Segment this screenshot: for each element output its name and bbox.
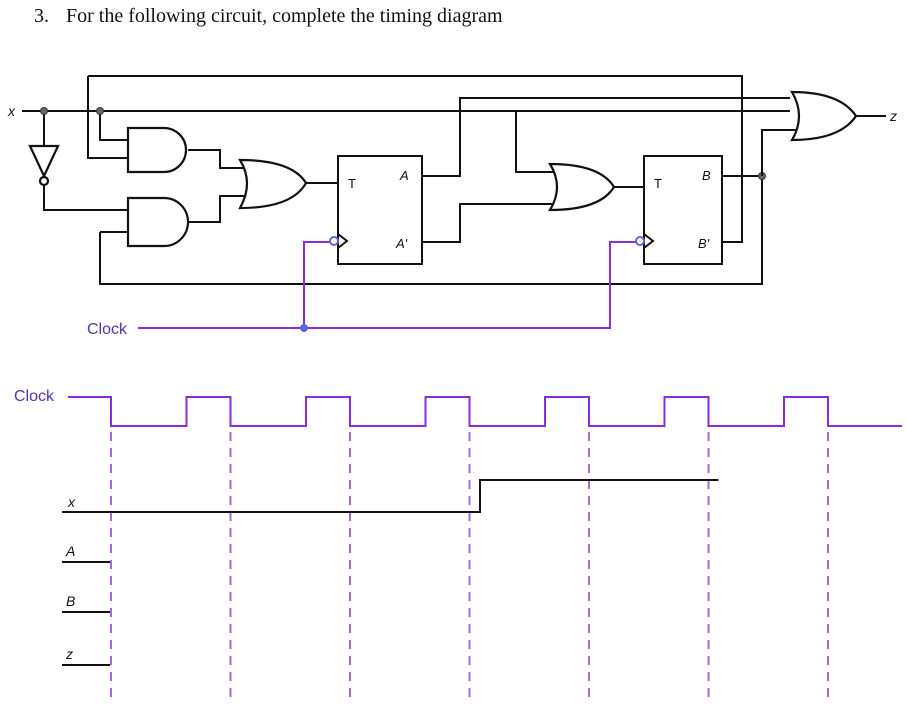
ff-b-clock-triangle [643, 233, 655, 249]
timing-x-label: x [67, 494, 76, 510]
clock-waveform [68, 396, 902, 427]
timing-a-label: A [65, 543, 75, 559]
b-feedback-bottom-wire [99, 176, 763, 285]
and2-output-wire [188, 195, 250, 223]
clock-edge-guides [110, 432, 829, 700]
a-output-to-or-z-wire [422, 97, 790, 177]
ff-b-clock-bubble [635, 236, 645, 246]
timing-clock-label: Clock [14, 388, 55, 405]
timing-z-label: z [65, 646, 73, 662]
and1-output-wire [188, 149, 250, 169]
xbar-to-and2-wire [43, 185, 128, 211]
ff-a-q-label: A [399, 168, 409, 183]
ff-a-qbar-label: A' [395, 236, 408, 251]
x-to-and1-wire [99, 111, 128, 141]
and1-input-left-wire [87, 76, 128, 159]
x-waveform [62, 479, 719, 513]
inverter-bubble [38, 175, 50, 187]
ff-a-t-label: T [348, 176, 356, 191]
or-gate-b [548, 162, 616, 212]
question-text: For the following circuit, complete the … [66, 5, 503, 27]
and-gate-2 [126, 196, 190, 248]
inverter-gate [28, 144, 60, 179]
output-z-label: z [889, 108, 897, 124]
and-gate-1 [126, 126, 188, 174]
ff-a-clock-bubble [329, 236, 339, 246]
question-number: 3. [34, 5, 49, 27]
input-x-label: x [7, 103, 16, 119]
junction-dot [96, 107, 104, 115]
ff-b-qbar-label: B' [698, 236, 710, 251]
circuit-diagram: x T A A' [7, 75, 897, 338]
junction-dot [40, 107, 48, 115]
clock-wire-to-ff-a [303, 241, 330, 328]
clock-wire-to-ff-b [138, 241, 636, 329]
t-flip-flop-b [643, 155, 723, 265]
ff-a-clock-triangle [337, 233, 349, 249]
clock-junction-dot [300, 324, 308, 332]
bprime-feedback-top-wire [88, 75, 743, 243]
timing-b-label: B [66, 593, 75, 609]
t-flip-flop-a [337, 155, 423, 265]
or-gate-a [238, 158, 308, 210]
ff-b-q-label: B [702, 168, 711, 183]
timing-diagram: Clock x A B z [14, 388, 902, 700]
circuit-clock-label: Clock [87, 321, 128, 338]
ff-b-t-label: T [654, 176, 662, 191]
b-to-or-z-wire [761, 129, 800, 176]
aprime-to-or-b-wire [422, 203, 560, 243]
x-to-or-b-wire [515, 111, 560, 173]
or-gate-z [790, 90, 858, 142]
